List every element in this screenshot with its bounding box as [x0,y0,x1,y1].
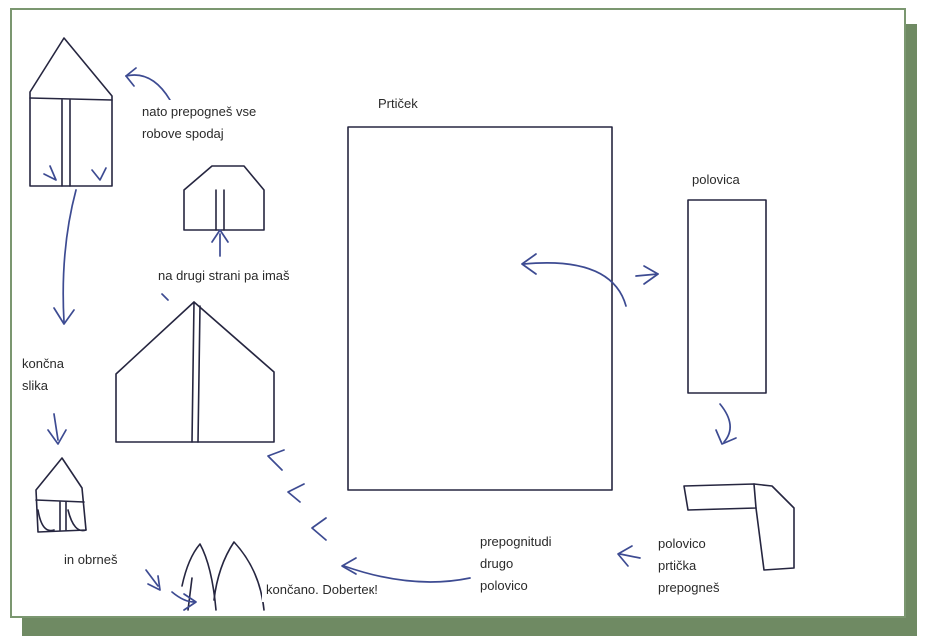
arrow-down-from-half [719,403,731,443]
pentagon-large [115,301,275,443]
small-folded-box [183,165,265,231]
arrow-curve-left-napkin [523,262,627,307]
arrow-curve-top [125,74,171,101]
napkin-square [347,126,613,491]
flipped-shape [181,541,265,611]
label-final-image: končna slika [18,352,68,398]
napkin-half-strip [687,199,767,394]
arrow-down-left-column [62,189,77,323]
house-top-left [29,37,113,187]
label-prticek: Prtiček [374,92,422,116]
arrow-right-to-half [635,273,659,277]
label-other-side: na drugi strani pa imaš [154,264,294,288]
label-turn-over: in obrneš [60,548,122,572]
folded-half-shape [683,483,795,571]
arrow-chevrons-up [267,449,327,541]
arrow-to-flipped [145,569,159,587]
label-polovica: polovica [688,168,744,192]
label-done: končano. Doberteк! [262,578,382,602]
arrow-left-to-text [619,553,641,559]
drawing-canvas [29,37,795,611]
arrow-down-to-final [53,413,59,441]
label-fold-edges: nato prepogneš vse robove spodaj [138,100,261,146]
label-fold-other-half: prepognitudi drugo polovico [476,530,556,598]
label-fold-half: polovico prtička prepogneš [654,532,724,600]
diagram-frame: Prtiček polovica nato prepogneš vse robo… [10,8,906,618]
house-final-small [35,457,87,533]
arrow-curve-bottom [343,565,471,583]
